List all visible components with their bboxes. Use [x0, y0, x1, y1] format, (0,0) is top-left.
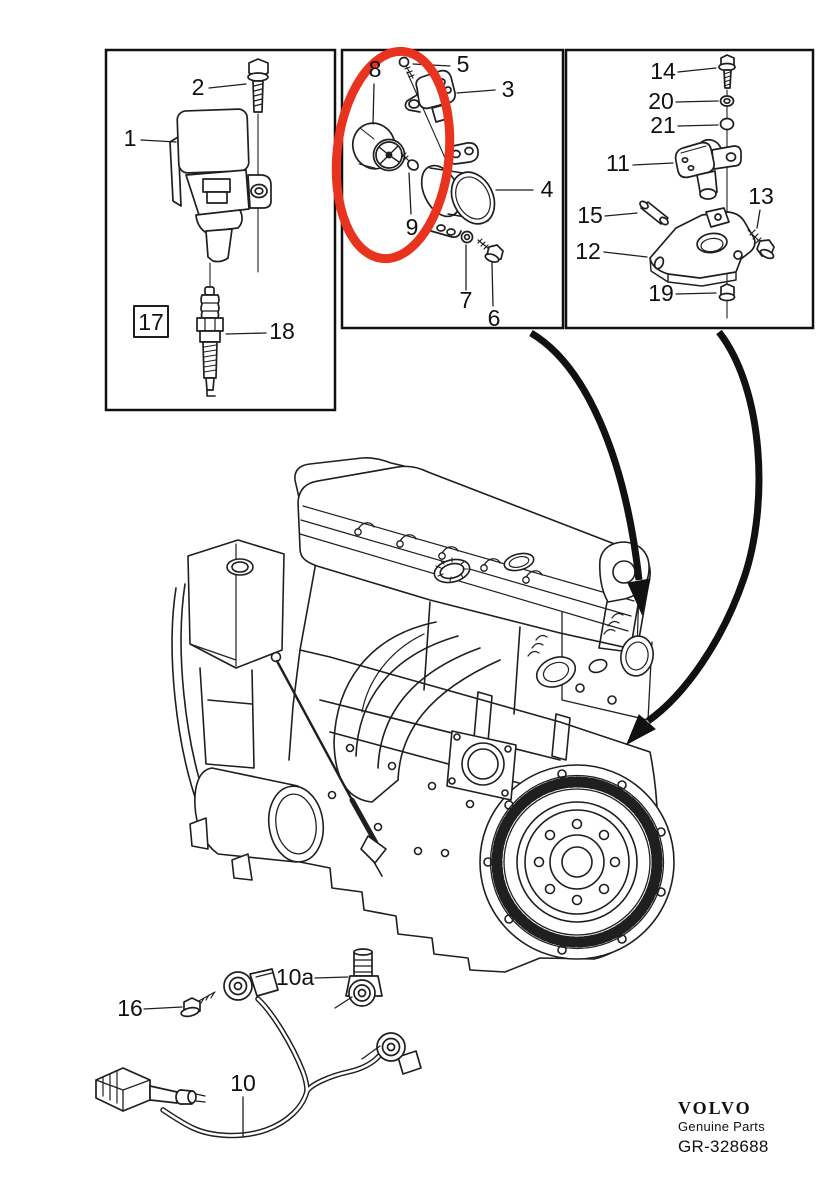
- accessory-cylinder: [189, 767, 325, 881]
- callout-8: 8: [369, 56, 382, 82]
- coolant-reservoir: [187, 539, 285, 769]
- callout-4: 4: [541, 176, 554, 202]
- nut-19: [718, 283, 736, 319]
- callout-9: 9: [406, 214, 419, 240]
- callout-1: 1: [124, 125, 137, 151]
- washer-7: [460, 230, 474, 244]
- callout-21: 21: [650, 112, 676, 138]
- pin-15: [639, 200, 669, 226]
- leaders-box1: [140, 83, 267, 335]
- bolt-2: [247, 58, 269, 273]
- knock-sensor-a: [223, 968, 279, 1001]
- ignition-coil: [169, 108, 272, 287]
- volvo-logo: VOLVO: [678, 1098, 752, 1118]
- callout-14: 14: [650, 58, 676, 84]
- genuine-parts-label: Genuine Parts: [678, 1119, 766, 1134]
- callout-15: 15: [577, 202, 603, 228]
- ignition-inset-frame: [104, 48, 337, 412]
- vent-inset-frame: [340, 48, 565, 330]
- engine-illustration: [171, 457, 675, 973]
- callout-6: 6: [488, 305, 501, 331]
- bolt-16: [180, 991, 216, 1018]
- screw-9: [400, 152, 419, 171]
- bolt-14: [718, 54, 736, 89]
- boxed-callout-17-frame: [133, 305, 169, 338]
- valve-cover: [294, 457, 651, 651]
- leaders-harness: [143, 976, 349, 1138]
- callout-10: 10: [230, 1070, 256, 1096]
- callout-labels: 1 2 17 18 8 5 3 4 9 7 6 14 20 21 11 15 1…: [117, 51, 774, 1096]
- arrowhead-1: [627, 578, 651, 616]
- head-end-ports: [527, 611, 654, 721]
- arrow-vent-to-engine: [529, 329, 643, 581]
- inset-box-frames: [104, 48, 815, 412]
- camshaft-position-sensor: [674, 138, 742, 200]
- rubber-grommet: [351, 122, 406, 172]
- bolt-6: [477, 238, 504, 263]
- spark-plug: [196, 286, 224, 397]
- bolt-13: [747, 229, 775, 260]
- inset-cam-sensor: [603, 54, 775, 319]
- callout-18: 18: [269, 318, 295, 344]
- inset-ignition-coil: [133, 58, 272, 397]
- callout-5: 5: [457, 51, 470, 77]
- callout-3: 3: [502, 76, 515, 102]
- sensor-bracket: [649, 207, 756, 287]
- diagram-reference-number: GR-328688: [678, 1137, 769, 1156]
- reference-arrows: [529, 329, 763, 746]
- callout-10a: 10a: [276, 964, 315, 990]
- oil-filler-cap: [433, 557, 471, 584]
- callout-19: 19: [648, 280, 674, 306]
- harness-wires: [160, 996, 382, 1139]
- throttle-body: [446, 730, 517, 801]
- callout-16: 16: [117, 995, 143, 1021]
- callout-13: 13: [748, 183, 774, 209]
- callout-17: 17: [138, 309, 164, 335]
- flywheel: [479, 764, 675, 960]
- leaders-box2: [372, 63, 534, 307]
- callout-2: 2: [192, 74, 205, 100]
- screw-5: [398, 56, 415, 79]
- arrowhead-2: [626, 714, 656, 746]
- callout-7: 7: [460, 287, 473, 313]
- camsensor-inset-frame: [564, 48, 815, 330]
- highlight-ellipse: [331, 46, 455, 264]
- spark-plug-wells: [354, 522, 543, 584]
- callout-20: 20: [648, 88, 674, 114]
- volvo-branding: VOLVO Genuine Parts GR-328688: [678, 1098, 788, 1157]
- o-ring-21: [719, 117, 735, 131]
- arrow-sensor-to-engine: [645, 329, 763, 724]
- harness-connector: [95, 1067, 206, 1112]
- knock-sensor-harness: [95, 948, 422, 1139]
- knock-sensor-b: [361, 1032, 422, 1075]
- callout-11: 11: [606, 150, 630, 176]
- dipstick: [270, 651, 387, 877]
- knock-sensor-10a: [334, 948, 383, 1009]
- inset-vent-unit: [351, 56, 534, 307]
- leaders-box3: [603, 67, 761, 295]
- callout-12: 12: [575, 238, 601, 264]
- washer-20: [719, 95, 735, 107]
